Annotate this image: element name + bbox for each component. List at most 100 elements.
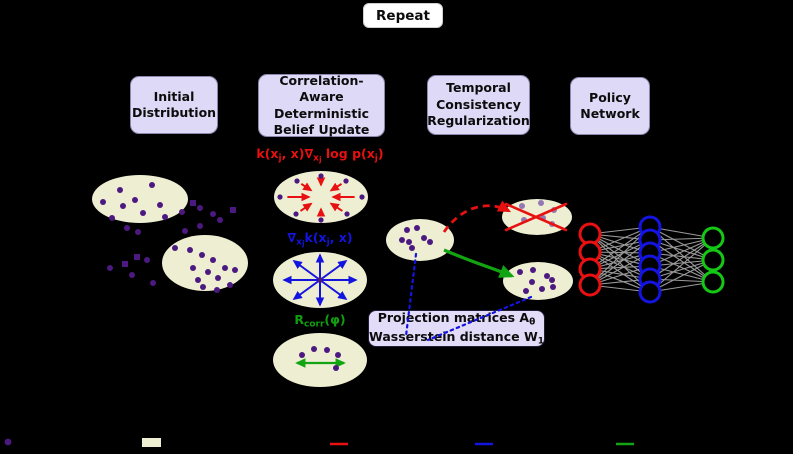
particle-dot bbox=[187, 247, 193, 253]
particle-dot bbox=[324, 347, 330, 353]
nn-neuron bbox=[638, 215, 662, 239]
particle-square bbox=[134, 254, 140, 260]
particle-dot bbox=[222, 265, 228, 271]
stage-box-policy-network: Policy Network bbox=[570, 77, 650, 135]
label-kernel-gradient: ∇xjk(xj, x) bbox=[287, 230, 353, 248]
faded-particle-dot bbox=[549, 221, 555, 227]
stage-label: Initial Distribution bbox=[131, 88, 217, 121]
label-correlation-regularizer: Rcorr(φ) bbox=[294, 312, 346, 330]
particle-dot bbox=[318, 173, 324, 179]
nn-neuron bbox=[638, 241, 662, 265]
score-arrow bbox=[300, 182, 313, 192]
particle-dot bbox=[120, 203, 126, 209]
particle-dot bbox=[530, 267, 536, 273]
nn-neuron bbox=[638, 280, 662, 304]
nn-neuron bbox=[578, 222, 602, 246]
particle-dot bbox=[317, 277, 323, 283]
particle-dot bbox=[132, 197, 138, 203]
nn-connection bbox=[589, 268, 651, 293]
particle-dot bbox=[182, 228, 188, 234]
stage-box-belief-update: Correlation-Aware Deterministic Belief U… bbox=[258, 72, 385, 138]
particle-dot bbox=[277, 194, 283, 200]
legend-particle-marker bbox=[4, 438, 12, 446]
repeat-box: Repeat bbox=[363, 3, 443, 28]
rejection-cross-line bbox=[504, 202, 568, 232]
nn-connection bbox=[649, 237, 714, 241]
particle-dot bbox=[294, 178, 300, 184]
particle-dot bbox=[217, 217, 223, 223]
nn-neuron bbox=[701, 248, 725, 272]
nn-neuron bbox=[578, 273, 602, 297]
nn-connection bbox=[649, 226, 714, 283]
nn-connection bbox=[589, 265, 651, 270]
particle-square bbox=[122, 261, 128, 267]
particle-dot bbox=[107, 265, 113, 271]
nn-neuron bbox=[578, 257, 602, 281]
nn-connection bbox=[649, 259, 714, 293]
projection-line-2: Wasserstein distance W1 bbox=[369, 328, 545, 347]
kernel-arrow bbox=[319, 260, 348, 281]
nn-connection bbox=[589, 251, 651, 293]
label-score-term: k(xj, x)∇xj log p(xj) bbox=[256, 146, 384, 164]
particle-dot bbox=[214, 287, 220, 293]
nn-connection bbox=[649, 226, 714, 261]
particle-dot bbox=[210, 257, 216, 263]
particle-dot bbox=[205, 269, 211, 275]
nn-connection bbox=[589, 226, 651, 253]
nn-connection bbox=[589, 226, 651, 286]
particle-dot bbox=[140, 210, 146, 216]
kernel-arrow bbox=[319, 279, 348, 300]
faded-particle-dot bbox=[540, 215, 546, 221]
belief-t-ellipse bbox=[386, 219, 454, 261]
particle-dot bbox=[150, 280, 156, 286]
nn-connection bbox=[589, 251, 651, 267]
particle-dot bbox=[517, 269, 523, 275]
particle-dot bbox=[343, 178, 349, 184]
nn-neuron bbox=[638, 267, 662, 291]
particle-dot bbox=[197, 205, 203, 211]
rejection-cross-line bbox=[504, 202, 568, 232]
particle-dot bbox=[129, 272, 135, 278]
particle-dot bbox=[311, 346, 317, 352]
particle-square bbox=[230, 207, 236, 213]
particle-dot bbox=[359, 194, 365, 200]
nn-connection bbox=[589, 226, 651, 270]
nn-connection bbox=[589, 251, 651, 280]
faded-particle-dot bbox=[538, 200, 544, 206]
stage-label: Correlation-Aware Deterministic Belief U… bbox=[273, 72, 370, 138]
faded-particle-dot bbox=[519, 203, 525, 209]
particle-dot bbox=[117, 187, 123, 193]
left-ellipse-1 bbox=[92, 175, 188, 223]
nn-neuron bbox=[701, 270, 725, 294]
nn-connection bbox=[649, 265, 714, 283]
nn-connection bbox=[589, 233, 651, 293]
particle-dot bbox=[318, 217, 324, 223]
particle-dot bbox=[210, 211, 216, 217]
particle-dot bbox=[232, 267, 238, 273]
stage-box-temporal-regularization: Temporal Consistency Regularization bbox=[427, 75, 530, 135]
nn-connection bbox=[589, 233, 651, 241]
particle-dot bbox=[157, 202, 163, 208]
nn-connection bbox=[649, 278, 714, 283]
left-ellipse-2 bbox=[162, 235, 248, 291]
projection-line-1: Projection matrices Aθ bbox=[377, 309, 536, 328]
nn-connection bbox=[649, 281, 714, 293]
particle-dot bbox=[199, 252, 205, 258]
particle-dot bbox=[549, 277, 555, 283]
repeat-label: Repeat bbox=[376, 7, 430, 24]
nn-connection bbox=[589, 239, 651, 286]
accepted-ellipse bbox=[503, 262, 573, 300]
nn-connection bbox=[589, 239, 651, 270]
nn-connection bbox=[589, 226, 651, 235]
particle-dot bbox=[335, 352, 341, 358]
kernel-ellipse bbox=[273, 252, 367, 308]
kernel-arrow bbox=[292, 279, 321, 300]
particle-dot bbox=[529, 279, 535, 285]
particle-dot bbox=[414, 225, 420, 231]
score-arrow bbox=[329, 202, 343, 212]
nn-connection bbox=[589, 252, 651, 286]
nn-connection bbox=[649, 259, 714, 280]
particle-dot bbox=[124, 225, 130, 231]
